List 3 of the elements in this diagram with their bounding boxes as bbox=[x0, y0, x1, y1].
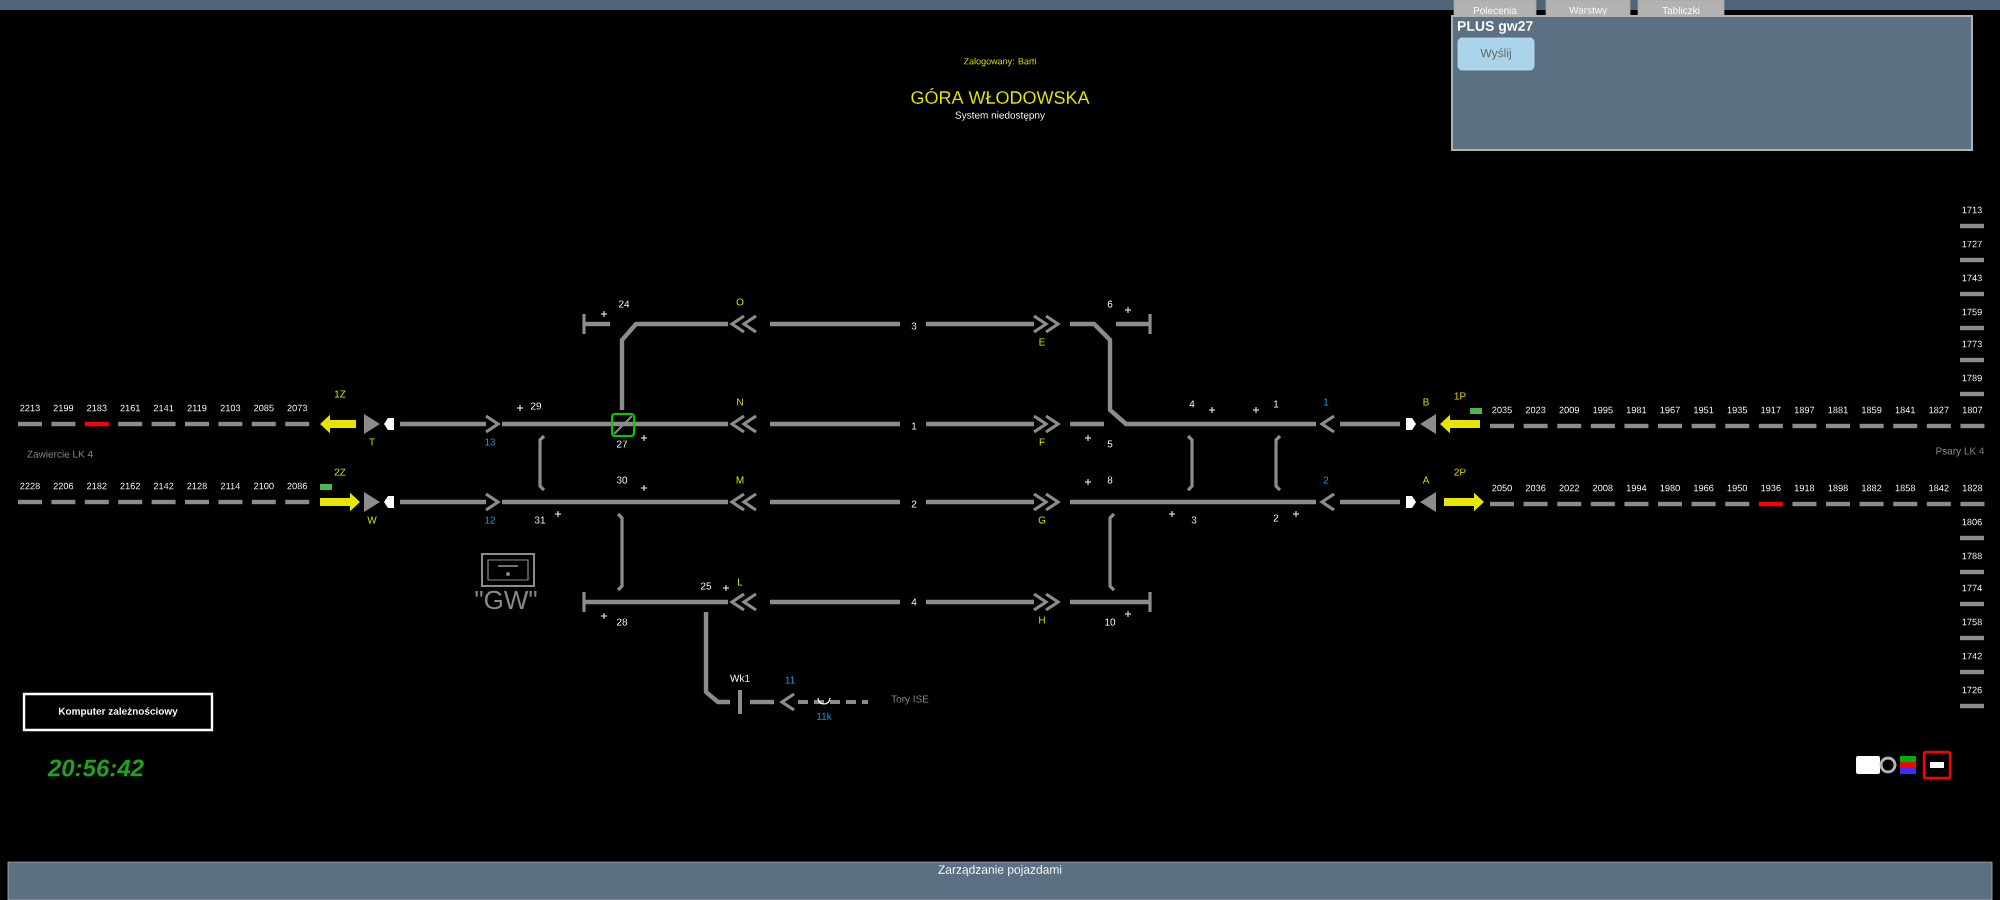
depot-label: "GW" bbox=[475, 590, 537, 610]
clock-time: 20:56:42 bbox=[47, 759, 144, 777]
station-title: GÓRA WŁODOWSKA bbox=[911, 88, 1090, 104]
